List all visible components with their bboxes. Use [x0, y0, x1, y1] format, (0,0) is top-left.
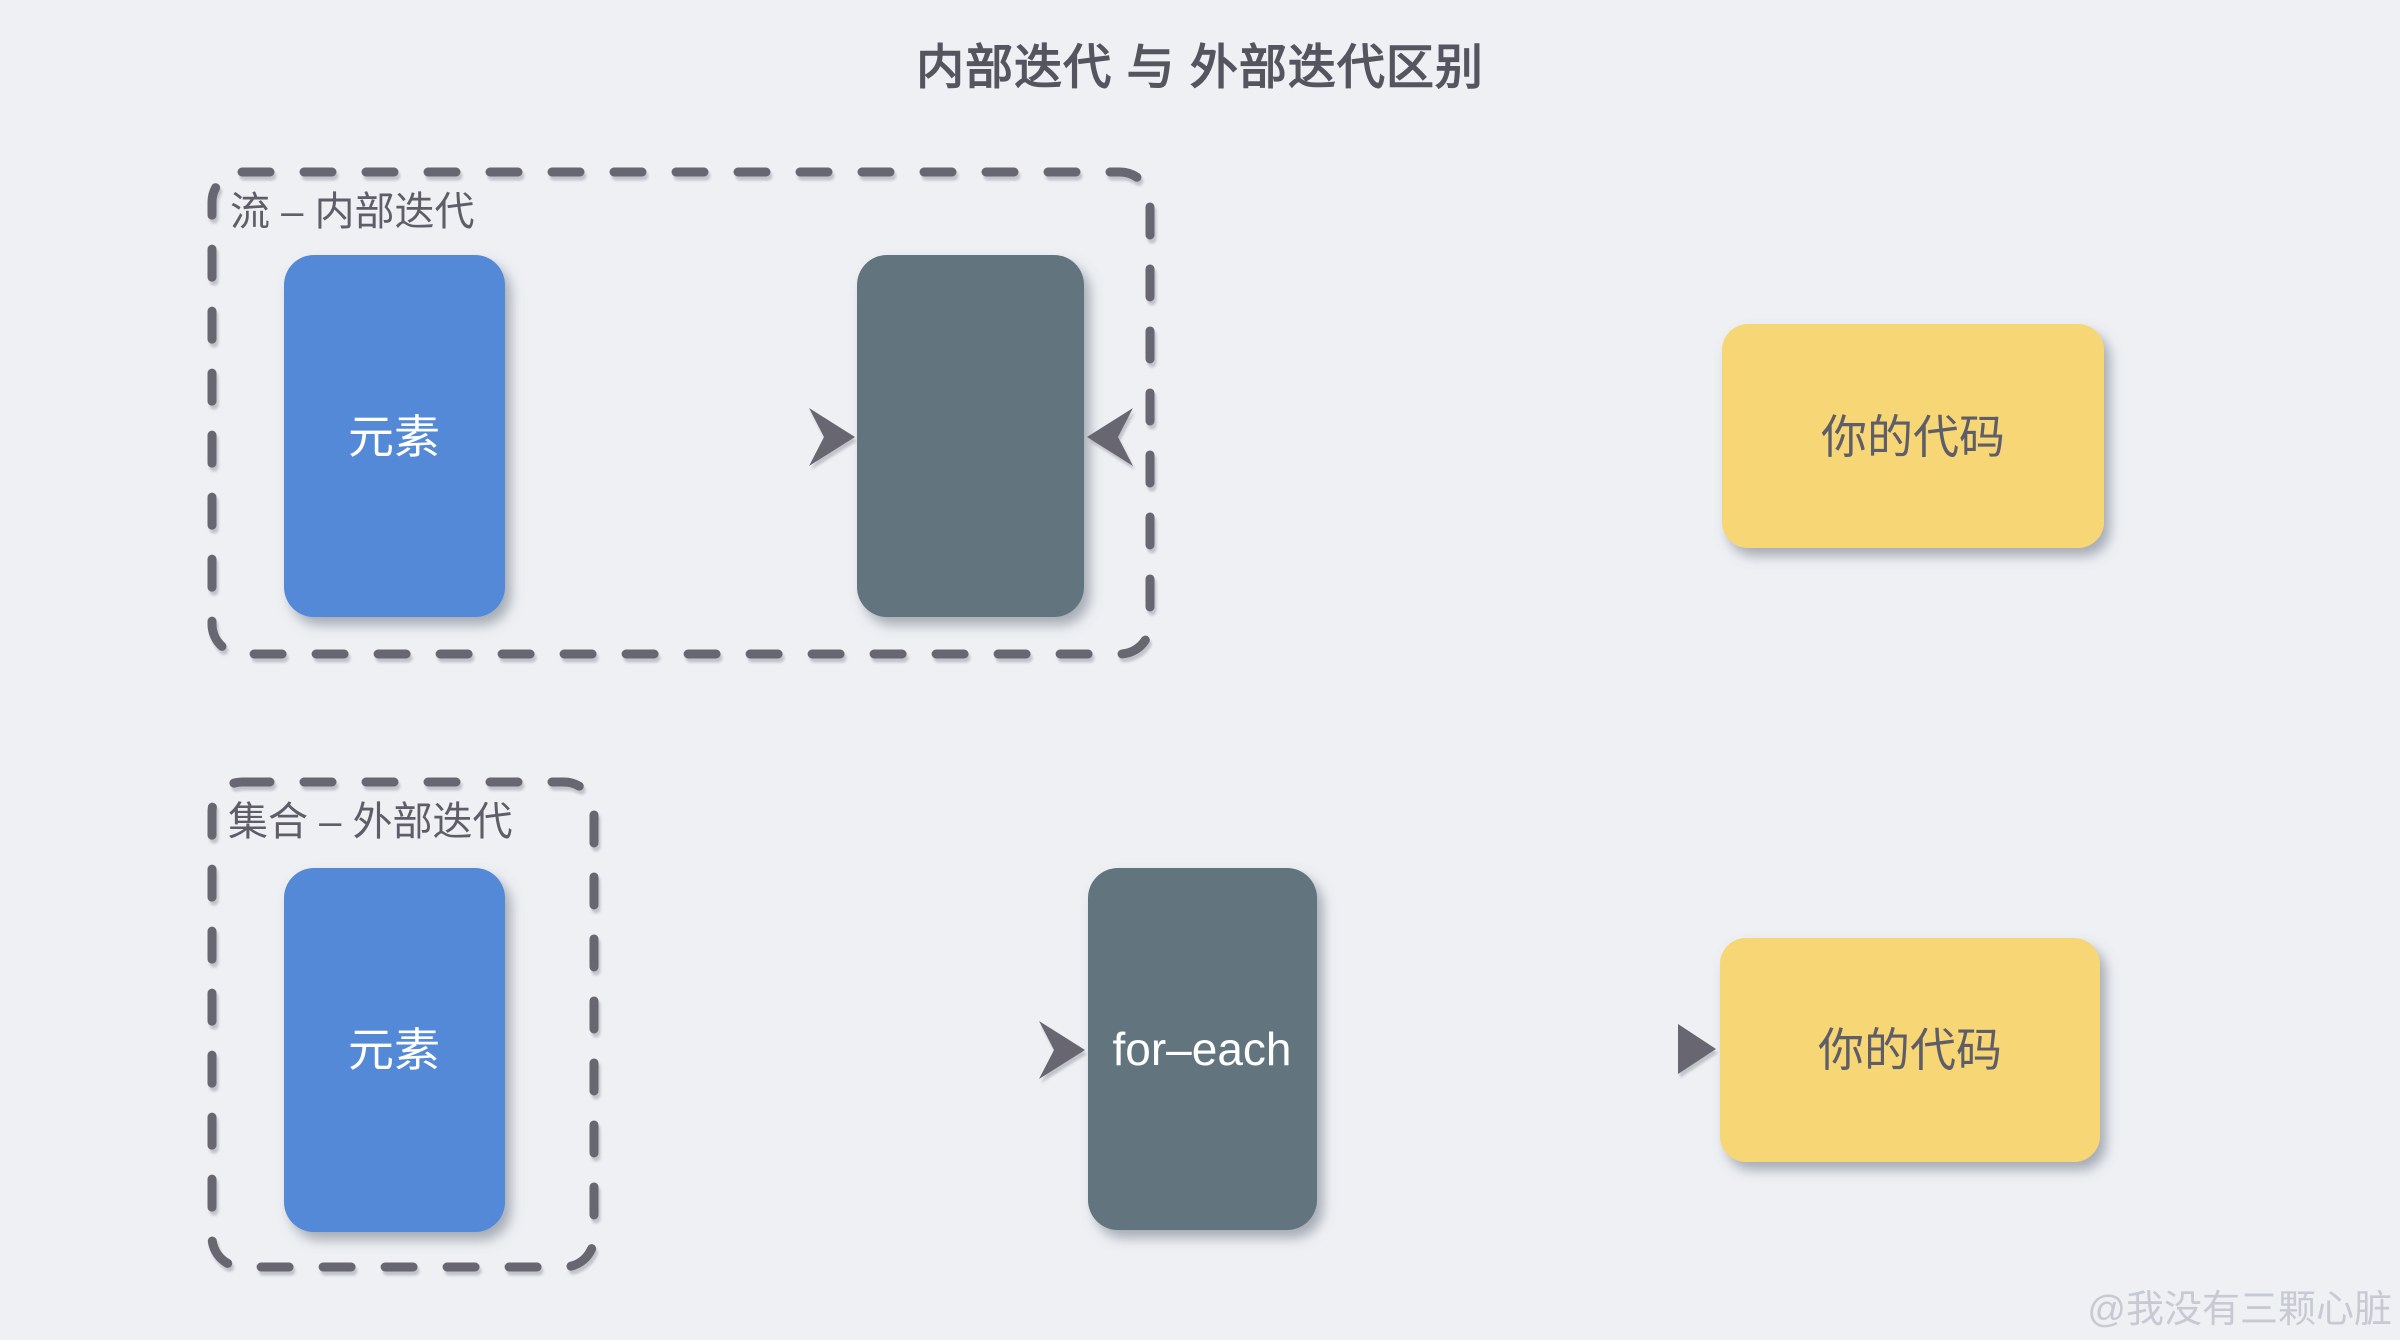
stream-code-to-pipeline-arrowhead — [1087, 408, 1133, 466]
collection-foreach-node — [1088, 868, 1317, 1230]
collection-foreach-label: for–each — [1112, 1023, 1291, 1075]
stream-element-to-pipeline-arrowhead — [809, 408, 855, 466]
collection-element-node — [284, 868, 505, 1232]
stream-pipeline-node — [857, 255, 1084, 617]
stream-element-node — [284, 255, 505, 617]
stream-container-border — [207, 167, 1155, 659]
collection-container-border — [207, 777, 599, 1272]
watermark: @我没有三颗心脏 — [2087, 1289, 2392, 1331]
collection-foreach-to-code-arrowhead — [1678, 1024, 1716, 1074]
page-title: 内部迭代 与 外部迭代区别 — [916, 42, 1484, 95]
stream-element-label: 元素 — [348, 411, 440, 463]
stream-section: 流 – 内部迭代 元素 你的代码 — [207, 167, 2104, 659]
collection-code-node — [1720, 938, 2100, 1162]
collection-code-label: 你的代码 — [1818, 1024, 2002, 1076]
stream-container-label: 流 – 内部迭代 — [230, 190, 474, 234]
collection-element-label: 元素 — [348, 1024, 440, 1076]
stream-code-node — [1722, 324, 2104, 548]
stream-code-label: 你的代码 — [1821, 411, 2005, 463]
collection-section: 集合 – 外部迭代 元素 for–each 你的代码 — [207, 777, 2100, 1272]
collection-element-to-foreach-arrowhead — [1039, 1021, 1085, 1079]
collection-container-label: 集合 – 外部迭代 — [228, 800, 512, 844]
